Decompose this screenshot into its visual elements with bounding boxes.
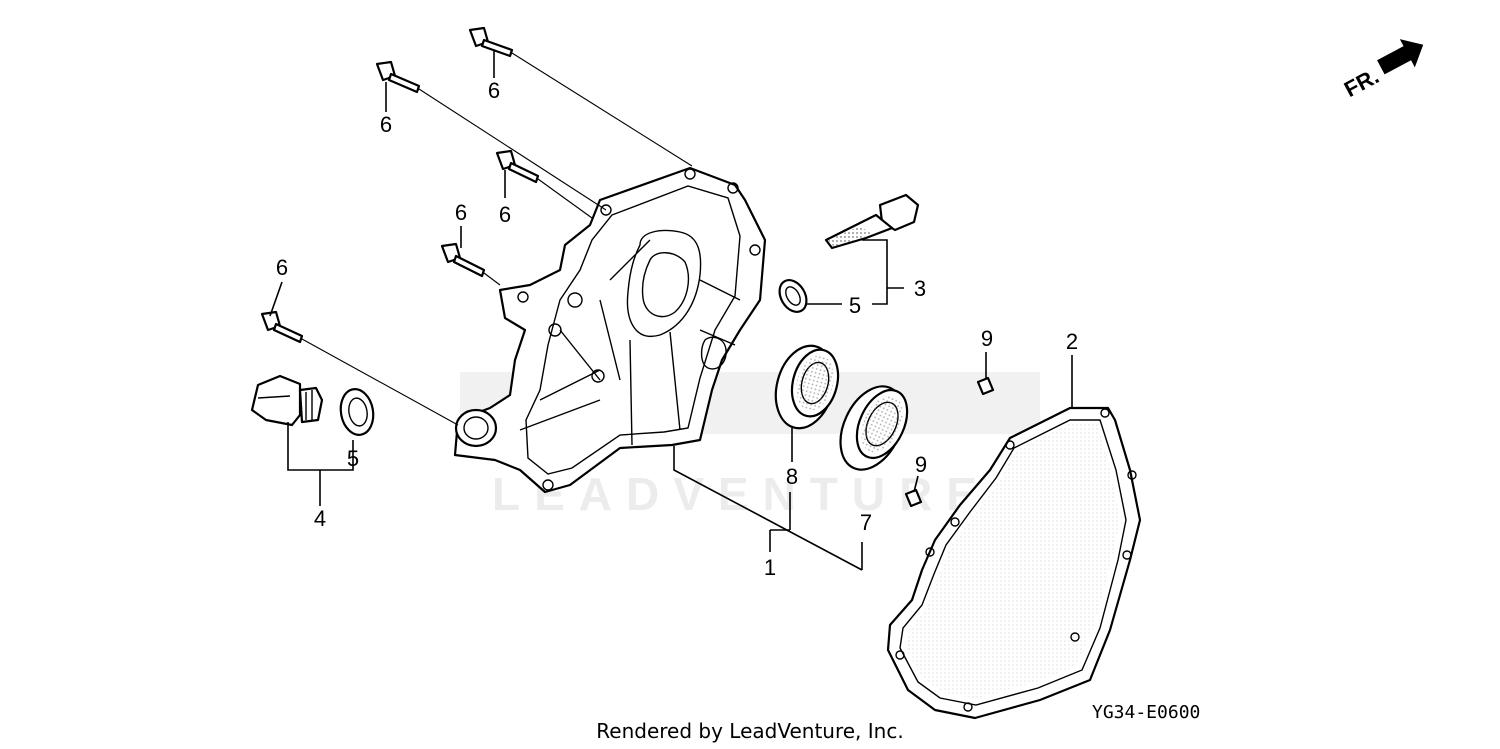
callout-6-middle: 6: [499, 202, 511, 227]
callout-4: 4: [314, 506, 326, 531]
callout-6-lower: 6: [455, 200, 467, 225]
oil-filler-cap: [250, 374, 324, 427]
dowel-pin-upper: [976, 376, 995, 396]
callout-numbers: 6 6 6 6 6 3 5 9 2 9 5 4 8 7 1: [276, 78, 1078, 580]
dipstick: [824, 193, 920, 250]
bolt-6-lower: [440, 242, 486, 278]
bearing-8: [774, 344, 840, 430]
diagram-code: YG34-E0600: [1092, 702, 1200, 723]
leader-lines: [269, 50, 1073, 571]
callout-3: 3: [914, 276, 926, 301]
callout-5-upper: 5: [849, 293, 861, 318]
oil-seal-7: [839, 385, 909, 471]
callout-8: 8: [786, 464, 798, 489]
dowel-pin-lower: [904, 488, 923, 508]
bolt-6-top: [468, 26, 514, 58]
callout-1: 1: [764, 555, 776, 580]
callout-2: 2: [1066, 329, 1078, 354]
bolt-6-left: [260, 310, 304, 344]
callout-6-top: 6: [488, 78, 500, 103]
crankcase-cover: [453, 166, 767, 494]
front-arrow-icon: [1377, 39, 1424, 75]
front-direction-indicator: FR.: [1340, 39, 1424, 102]
credit-line: Rendered by LeadVenture, Inc.: [596, 719, 903, 743]
bolt-6-upper-left: [375, 60, 421, 94]
callout-7: 7: [860, 510, 872, 535]
gasket: [886, 406, 1142, 720]
callout-6-upper-left: 6: [380, 112, 392, 137]
front-indicator-label: FR.: [1340, 63, 1383, 102]
o-ring-upper: [778, 279, 808, 313]
bolt-6-middle: [495, 149, 540, 184]
callout-9-lower: 9: [915, 452, 927, 477]
callout-5-lower: 5: [347, 446, 359, 471]
callout-6-left: 6: [276, 255, 288, 280]
o-ring-lower: [339, 388, 375, 436]
callout-9-upper: 9: [981, 326, 993, 351]
